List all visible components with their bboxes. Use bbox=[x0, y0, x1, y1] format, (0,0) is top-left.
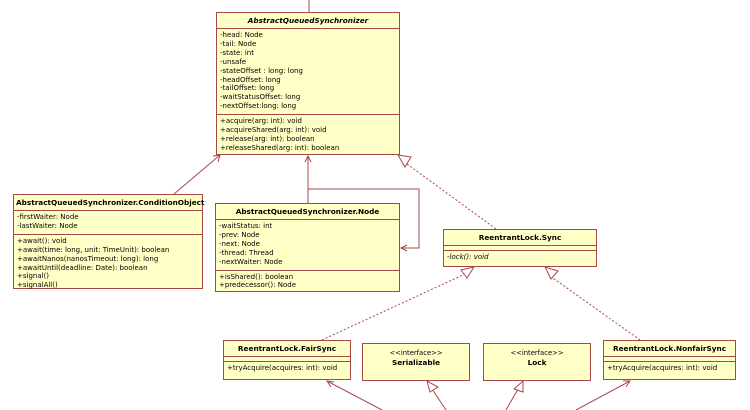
stereotype-label: <<interface>> bbox=[389, 349, 443, 357]
interface-serializable[interactable]: <<interface>> Serializable bbox=[362, 343, 470, 381]
attribute: -prev: Node bbox=[219, 230, 260, 239]
operation: +signalAll() bbox=[17, 281, 58, 290]
attribute: -unsafe bbox=[220, 57, 247, 66]
class-reentrantlock-fairsync[interactable]: ReentrantLock.FairSync +tryAcquire(acqui… bbox=[223, 340, 351, 380]
operations-section: +await(): void +await(time: long, unit: … bbox=[14, 235, 202, 293]
operation: +releaseShared(arg: int): boolean bbox=[220, 143, 340, 152]
operation: +isShared(): boolean bbox=[219, 272, 294, 281]
attribute: -stateOffset : long: long bbox=[220, 66, 303, 75]
interface-title: Serializable bbox=[391, 358, 441, 367]
attribute: -state: int bbox=[220, 48, 254, 57]
arrowhead-serializable bbox=[426, 379, 439, 393]
operations-section: +tryAcquire(acquires: int): void bbox=[224, 362, 350, 376]
arrowhead-nonfairsync-sync bbox=[544, 266, 559, 280]
attribute: -nextOffset:long: long bbox=[220, 102, 297, 111]
attributes-section bbox=[224, 357, 350, 362]
interface-lock[interactable]: <<interface>> Lock bbox=[483, 343, 591, 381]
arrowhead-fairsync-sync bbox=[460, 266, 476, 279]
arrowhead-offscreen-nonfairsync bbox=[623, 380, 631, 388]
attribute: -waitStatusOffset: long bbox=[220, 93, 301, 102]
operations-section: +isShared(): boolean +predecessor(): Nod… bbox=[216, 271, 399, 294]
class-name: ReentrantLock.NonfairSync bbox=[604, 341, 735, 357]
attribute: -headOffset: long bbox=[220, 75, 281, 84]
operation: +signal() bbox=[17, 272, 50, 281]
operation: +release(arg: int): boolean bbox=[220, 134, 315, 143]
interface-name: <<interface>> Serializable bbox=[363, 344, 469, 370]
attribute: -head: Node bbox=[220, 31, 263, 39]
arrowhead-node-self bbox=[399, 244, 408, 252]
attribute: -nextWaiter: Node bbox=[219, 257, 283, 266]
operation: +tryAcquire(acquires: int): void bbox=[607, 364, 718, 372]
operation: +awaitUntil(deadline: Date): boolean bbox=[17, 263, 148, 272]
arrowhead-node-aqs bbox=[304, 154, 312, 163]
class-abstract-queued-synchronizer[interactable]: AbstractQueuedSynchronizer -head: Node -… bbox=[216, 12, 400, 155]
attributes-section: -head: Node -tail: Node -state: int -uns… bbox=[217, 29, 399, 116]
arrowhead-sync-aqs bbox=[397, 154, 412, 168]
class-condition-object[interactable]: AbstractQueuedSynchronizer.ConditionObje… bbox=[13, 194, 205, 289]
edge-offscreen-to-nonfairsync bbox=[575, 380, 631, 410]
arrowhead-lock bbox=[513, 379, 524, 393]
arrowhead-offscreen-fairsync bbox=[325, 380, 335, 388]
attribute: -tail: Node bbox=[220, 39, 257, 48]
attributes-section: -waitStatus: int -prev: Node -next: Node… bbox=[216, 220, 399, 271]
attribute: -firstWaiter: Node bbox=[17, 213, 79, 221]
operation: +await(): void bbox=[17, 236, 67, 245]
class-reentrantlock-nonfairsync[interactable]: ReentrantLock.NonfairSync +tryAcquire(ac… bbox=[603, 340, 736, 380]
attributes-section: -firstWaiter: Node -lastWaiter: Node bbox=[14, 211, 202, 235]
attribute: -tailOffset: long bbox=[220, 84, 275, 93]
operation: +tryAcquire(acquires: int): void bbox=[227, 364, 338, 372]
class-name: AbstractQueuedSynchronizer bbox=[217, 13, 399, 29]
operations-section: +tryAcquire(acquires: int): void bbox=[604, 362, 735, 376]
attribute: -next: Node bbox=[219, 239, 260, 248]
attribute: -waitStatus: int bbox=[219, 222, 273, 230]
edge-offscreen-to-serializable bbox=[431, 388, 447, 410]
operation: +await(time: long, unit: TimeUnit): bool… bbox=[17, 245, 170, 254]
edge-sync-to-aqs bbox=[406, 163, 497, 230]
class-node[interactable]: AbstractQueuedSynchronizer.Node -waitSta… bbox=[215, 203, 400, 292]
attributes-section bbox=[444, 246, 596, 251]
interface-name: <<interface>> Lock bbox=[484, 344, 590, 370]
operation: +predecessor(): Node bbox=[219, 281, 297, 290]
edge-conditionobject-to-aqs bbox=[173, 154, 221, 195]
class-reentrantlock-sync[interactable]: ReentrantLock.Sync -lock(): void bbox=[443, 229, 597, 267]
operations-section: -lock(): void bbox=[444, 251, 596, 265]
class-name: ReentrantLock.Sync bbox=[444, 230, 596, 246]
interface-title: Lock bbox=[527, 358, 547, 367]
class-name: AbstractQueuedSynchronizer.Node bbox=[216, 204, 399, 220]
class-name: AbstractQueuedSynchronizer.ConditionObje… bbox=[14, 195, 205, 211]
attribute: -lastWaiter: Node bbox=[17, 221, 78, 230]
operation: +acquire(arg: int): void bbox=[220, 117, 302, 126]
edge-offscreen-to-lock bbox=[505, 388, 519, 410]
operation: -lock(): void bbox=[447, 253, 489, 261]
operation: +acquireShared(arg: int): void bbox=[220, 126, 327, 135]
attributes-section bbox=[604, 357, 735, 362]
operations-section: +acquire(arg: int): void +acquireShared(… bbox=[217, 115, 399, 156]
stereotype-label: <<interface>> bbox=[510, 349, 564, 357]
operation: +awaitNanos(nanosTimeout: long): long bbox=[17, 254, 159, 263]
edge-nonfairsync-to-sync bbox=[549, 275, 641, 341]
attribute: -thread: Thread bbox=[219, 248, 274, 257]
arrowhead-conditionobject-aqs bbox=[212, 154, 221, 163]
edge-offscreen-to-fairsync bbox=[326, 380, 383, 410]
class-name: ReentrantLock.FairSync bbox=[224, 341, 350, 357]
